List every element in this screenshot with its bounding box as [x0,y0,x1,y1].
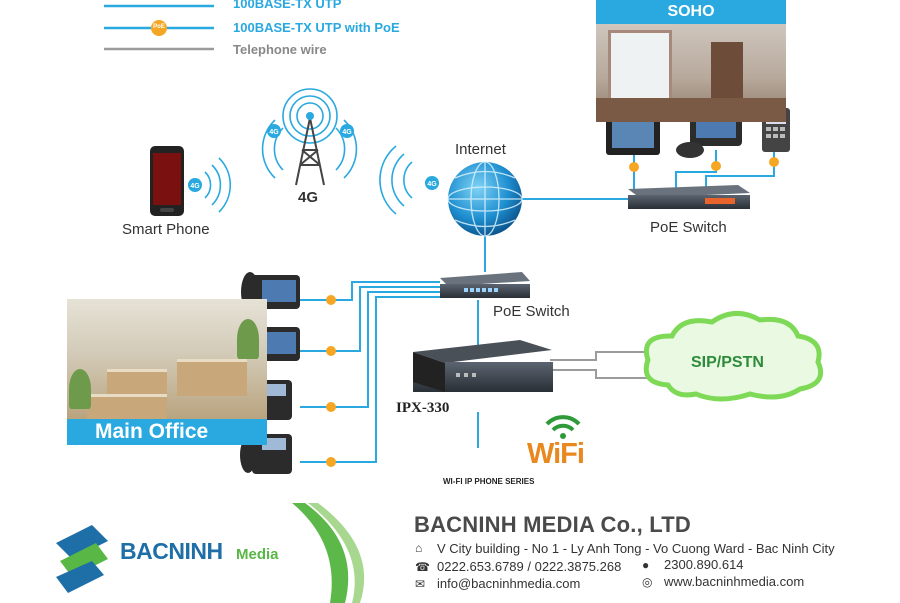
legend-telephone-label: Telephone wire [233,42,327,57]
company-address: V City building - No 1 - Ly Anh Tong - V… [437,541,835,556]
hotline-icon: ● [642,558,650,572]
bacninh-logo-icon [56,525,108,593]
ipx-330-pbx-icon [413,340,553,392]
soho-room-photo [596,24,786,122]
svg-text:4G: 4G [427,181,437,188]
logo-brand: BACNINH [120,538,223,564]
company-email[interactable]: info@bacninhmedia.com [437,576,581,591]
svg-text:4G: 4G [269,129,279,136]
smartphone-label: Smart Phone [122,221,210,238]
email-icon: ✉ [415,577,426,591]
tower-label: 4G [298,189,319,206]
footer-banner [0,503,900,603]
wifi-series-label: WI-FI IP PHONE SERIES [443,477,535,486]
legend-poe-label: 100BASE-TX UTP with PoE [233,20,400,35]
company-phone: 0222.653.6789 / 0222.3875.268 [437,559,622,574]
svg-text:4G: 4G [190,183,200,190]
soho-title: SOHO [596,0,786,24]
home-icon: ⌂ [415,541,423,555]
wifi-logo-text: WiFi [527,438,585,470]
internet-globe-icon [447,161,523,237]
soho-poe-switch-icon [628,185,750,209]
main-office-photo [67,299,267,419]
phone-icon: ☎ [415,560,430,574]
main-poe-switch-label: PoE Switch [493,303,570,320]
legend-utp-label: 100BASE-TX UTP [233,0,342,11]
soho-poe-switch-label: PoE Switch [650,219,727,236]
pbx-label: IPX-330 [396,400,450,416]
cell-tower-icon [295,117,325,186]
main-office-label: Main Office [67,419,267,445]
smartphone-icon [150,146,184,216]
legend-poe-badge [151,20,167,36]
main-poe-switch-icon [440,272,530,298]
wifi-logo-icon [545,415,581,432]
logo-brand-sub: Media [236,546,279,563]
web-icon: ◎ [642,575,653,589]
sip-pstn-label: SIP/PSTN [691,354,764,371]
company-hotline: 2300.890.614 [664,557,744,572]
company-name: BACNINH MEDIA Co., LTD [414,512,691,537]
internet-label: Internet [455,141,506,158]
svg-text:4G: 4G [342,129,352,136]
sip-pstn-cloud-icon [643,311,824,402]
legend-poe-badge-text: PoE [153,24,165,30]
company-website[interactable]: www.bacninhmedia.com [664,574,805,589]
